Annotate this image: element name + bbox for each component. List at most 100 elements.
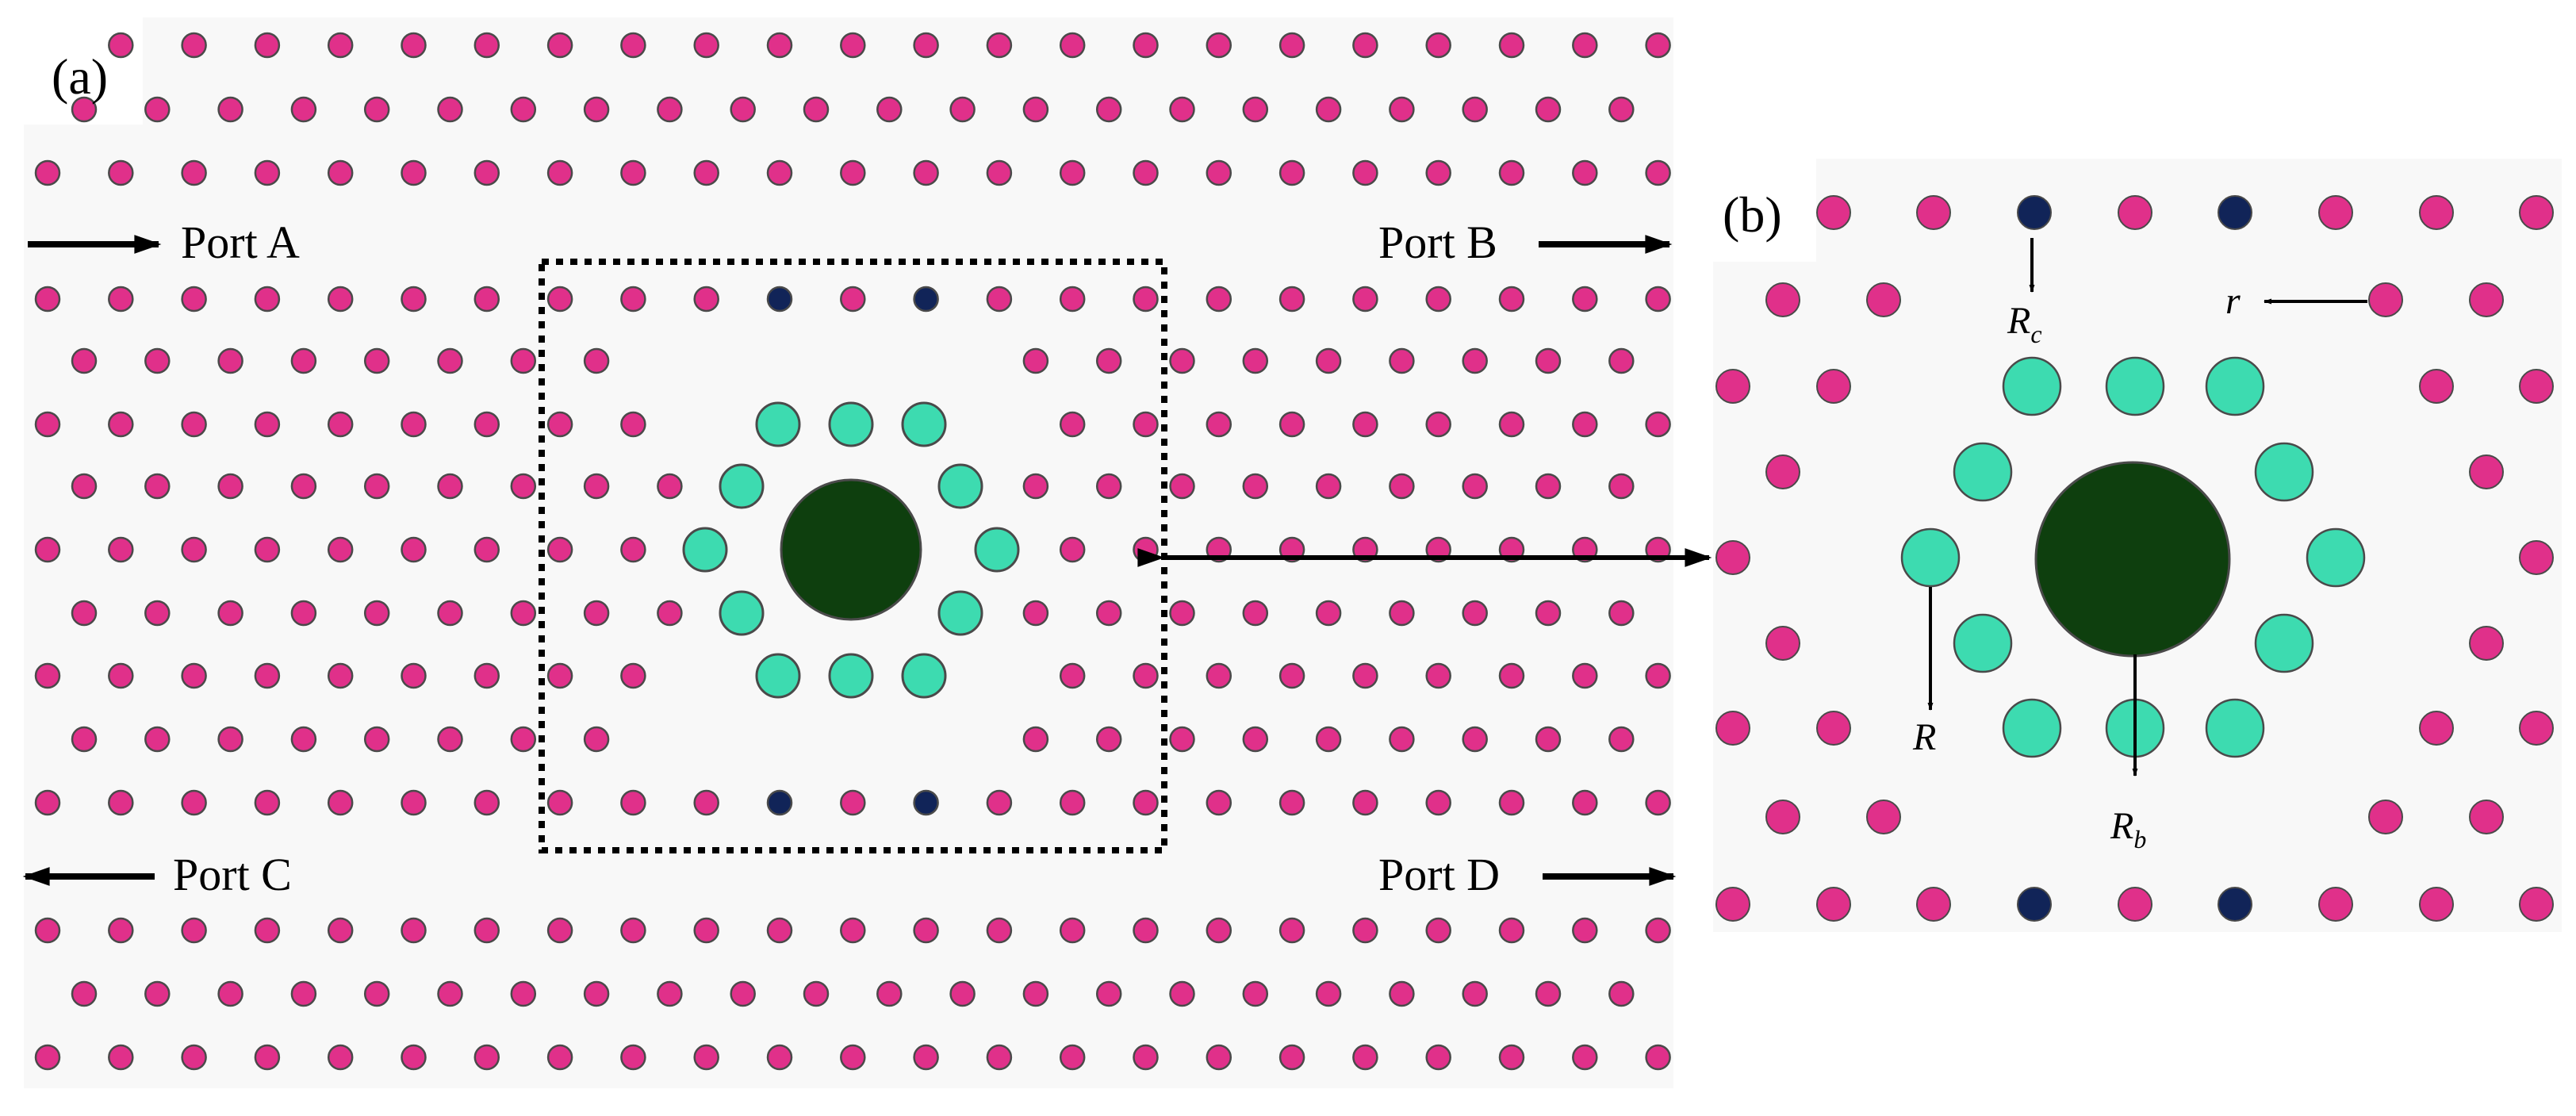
lattice-rod [1059,917,1086,944]
lattice-rod-zoom [2318,887,2353,922]
lattice-rod [1572,662,1598,689]
lattice-rod [327,536,354,563]
lattice-rod [620,159,646,186]
lattice-rod [401,286,427,313]
lattice-rod [1425,662,1451,689]
lattice-rod [1425,917,1451,944]
lattice-rod-zoom [2469,454,2504,489]
lattice-rod [913,1044,939,1071]
lattice-rod [108,662,134,689]
lattice-rod [1645,286,1671,313]
lattice-rod [1462,726,1488,753]
lattice-rod [876,980,903,1007]
lattice-rod [363,980,390,1007]
lattice-rod [473,789,500,816]
lattice-rod [1498,789,1525,816]
lattice-rod [1315,96,1342,123]
lattice-rod [546,286,573,313]
lattice-rod [1278,286,1305,313]
lattice-rod [34,1044,61,1071]
lattice-rod [1206,789,1232,816]
lattice-rod [437,980,463,1007]
lattice-rod [290,600,317,627]
lattice-rod-zoom [1816,195,1851,230]
lattice-rod [1498,917,1525,944]
lattice-rod [1572,1044,1598,1071]
lattice-rod [144,980,171,1007]
lattice-rod [254,286,281,313]
ring-rod-zoom [1953,613,2013,673]
lattice-rod [327,1044,354,1071]
ring-rod-zoom [2306,527,2366,588]
lattice-rod [1022,600,1049,627]
lattice-rod [1608,980,1635,1007]
lattice-rod-zoom [1765,454,1800,489]
lattice-rod [437,473,463,500]
lattice-rod [1278,789,1305,816]
lattice-rod [1425,159,1451,186]
lattice-rod [254,536,281,563]
lattice-rod [108,159,134,186]
lattice-rod [1645,662,1671,689]
lattice-rod [401,789,427,816]
lattice-rod [254,917,281,944]
panel-b-rods [1715,195,2554,922]
lattice-rod [1315,600,1342,627]
lattice-rod-zoom [2118,195,2152,230]
lattice-rod [1352,662,1378,689]
lattice-rod [144,96,171,123]
lattice-rod [1462,96,1488,123]
lattice-rod [949,96,976,123]
lattice-rod-zoom [2519,711,2554,746]
lattice-rod-zoom [1765,626,1800,661]
lattice-rod [327,662,354,689]
lattice-rod [217,96,243,123]
lattice-rod [1498,662,1525,689]
lattice-rod [473,32,500,59]
lattice-rod [1352,1044,1378,1071]
lattice-rod [1022,726,1049,753]
lattice-rod-zoom [1816,369,1851,404]
lattice-rod-zoom [2419,711,2454,746]
lattice-rod [327,411,354,438]
lattice-rod-zoom [2469,626,2504,661]
lattice-rod [363,600,390,627]
lattice-rod [363,473,390,500]
lattice-rod [1206,411,1232,438]
ring-rod-zoom [2205,698,2265,758]
lattice-rod [693,286,719,313]
lattice-rod [181,286,207,313]
R-symbol: R [1912,716,1936,758]
lattice-rod [1133,32,1159,59]
lattice-rod [840,286,866,313]
lattice-rod [108,789,134,816]
lattice-rod [144,473,171,500]
lattice-rod [1278,1044,1305,1071]
lattice-rod [620,536,646,563]
lattice-rod [803,980,830,1007]
lattice-rod [1535,980,1562,1007]
lattice-rod [108,32,134,59]
lattice-rod [1206,662,1232,689]
lattice-rod [401,917,427,944]
lattice-rod [1315,980,1342,1007]
lattice-rod [217,347,243,374]
lattice-rod [108,1044,134,1071]
lattice-rod-zoom [2519,887,2554,922]
lattice-rod [1022,347,1049,374]
lattice-rod [657,980,683,1007]
lattice-rod [693,917,719,944]
lattice-rod [1133,411,1159,438]
lattice-rod-zoom [2419,369,2454,404]
lattice-rod-zoom [2419,195,2454,230]
lattice-rod [473,286,500,313]
lattice-rod [693,159,719,186]
lattice-rod [1352,32,1378,59]
lattice-rod [1206,286,1232,313]
lattice-rod [1572,32,1598,59]
lattice-rod [1206,1044,1232,1071]
lattice-rod [1498,1044,1525,1071]
lattice-rod [766,159,793,186]
lattice-rod [363,96,390,123]
